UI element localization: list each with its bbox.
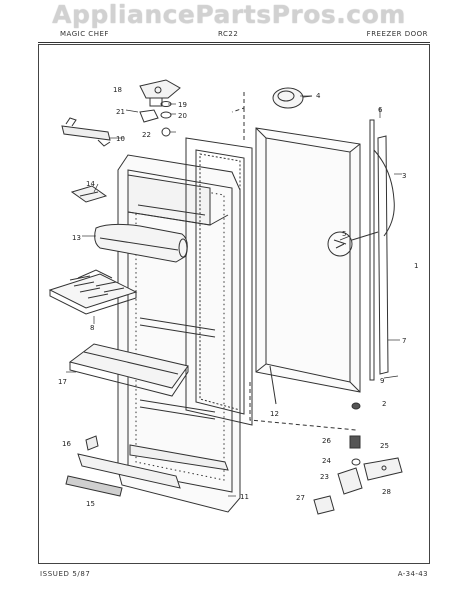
part-clip xyxy=(70,185,108,203)
door-liner xyxy=(255,127,361,393)
callout-15: 15 xyxy=(86,500,95,508)
part-top-hinge xyxy=(139,79,181,107)
callout-28: 28 xyxy=(382,488,391,496)
callout-8: 8 xyxy=(90,324,94,332)
watermark: AppliancePartsPros.com xyxy=(52,0,406,29)
callout-10: 10 xyxy=(116,135,125,143)
callout-27: 27 xyxy=(296,494,305,502)
part-knob xyxy=(272,87,313,109)
callout-leaders xyxy=(66,95,402,497)
callout-6: 6 xyxy=(378,106,383,114)
callout-13: 13 xyxy=(72,234,81,242)
door-panel xyxy=(117,154,241,513)
door-handle xyxy=(327,119,395,381)
callout-20: 20 xyxy=(178,112,187,120)
callout-12: 12 xyxy=(270,410,279,418)
issued-date: ISSUED 5/87 xyxy=(40,570,91,578)
part-lower-hardware xyxy=(313,402,403,515)
callout-23: 23 xyxy=(320,473,329,481)
door-gasket xyxy=(185,137,253,426)
callout-5: 5 xyxy=(342,230,346,238)
callout-9: 9 xyxy=(380,377,384,385)
callout-14: 14 xyxy=(86,180,95,188)
diagram-frame xyxy=(38,44,430,564)
header-model: RC22 xyxy=(218,30,239,38)
part-hinge-pin xyxy=(85,435,99,451)
callout-25: 25 xyxy=(380,442,389,450)
callout-18: 18 xyxy=(113,86,122,94)
page-code: A-34-43 xyxy=(397,570,428,578)
callout-1: 1 xyxy=(414,262,418,270)
callout-11: 11 xyxy=(240,493,249,501)
callout-7: 7 xyxy=(402,337,406,345)
callout-3: 3 xyxy=(402,172,406,180)
part-egg-tray xyxy=(48,269,138,315)
header-brand: MAGIC CHEF xyxy=(60,30,109,38)
callout-24: 24 xyxy=(322,457,331,465)
part-bottom-trim xyxy=(65,453,181,497)
part-door-bin xyxy=(68,343,189,397)
part-door-stop xyxy=(61,117,111,147)
callout-26: 26 xyxy=(322,437,331,445)
callout-21: 21 xyxy=(116,108,125,116)
part-gasket-leader xyxy=(269,365,277,405)
callout-2: 2 xyxy=(382,400,386,408)
callout-16: 16 xyxy=(62,440,71,448)
header-rule xyxy=(38,42,430,43)
callout-17: 17 xyxy=(58,378,67,386)
part-shelf-trim xyxy=(94,223,188,263)
assembly-leader-line xyxy=(231,92,245,142)
callout-4: 4 xyxy=(316,92,321,100)
diagram-header: MAGIC CHEF RC22 FREEZER DOOR xyxy=(38,28,430,43)
callout-19: 19 xyxy=(178,101,187,109)
header-section-title: FREEZER DOOR xyxy=(366,30,428,38)
callout-22: 22 xyxy=(142,131,151,139)
